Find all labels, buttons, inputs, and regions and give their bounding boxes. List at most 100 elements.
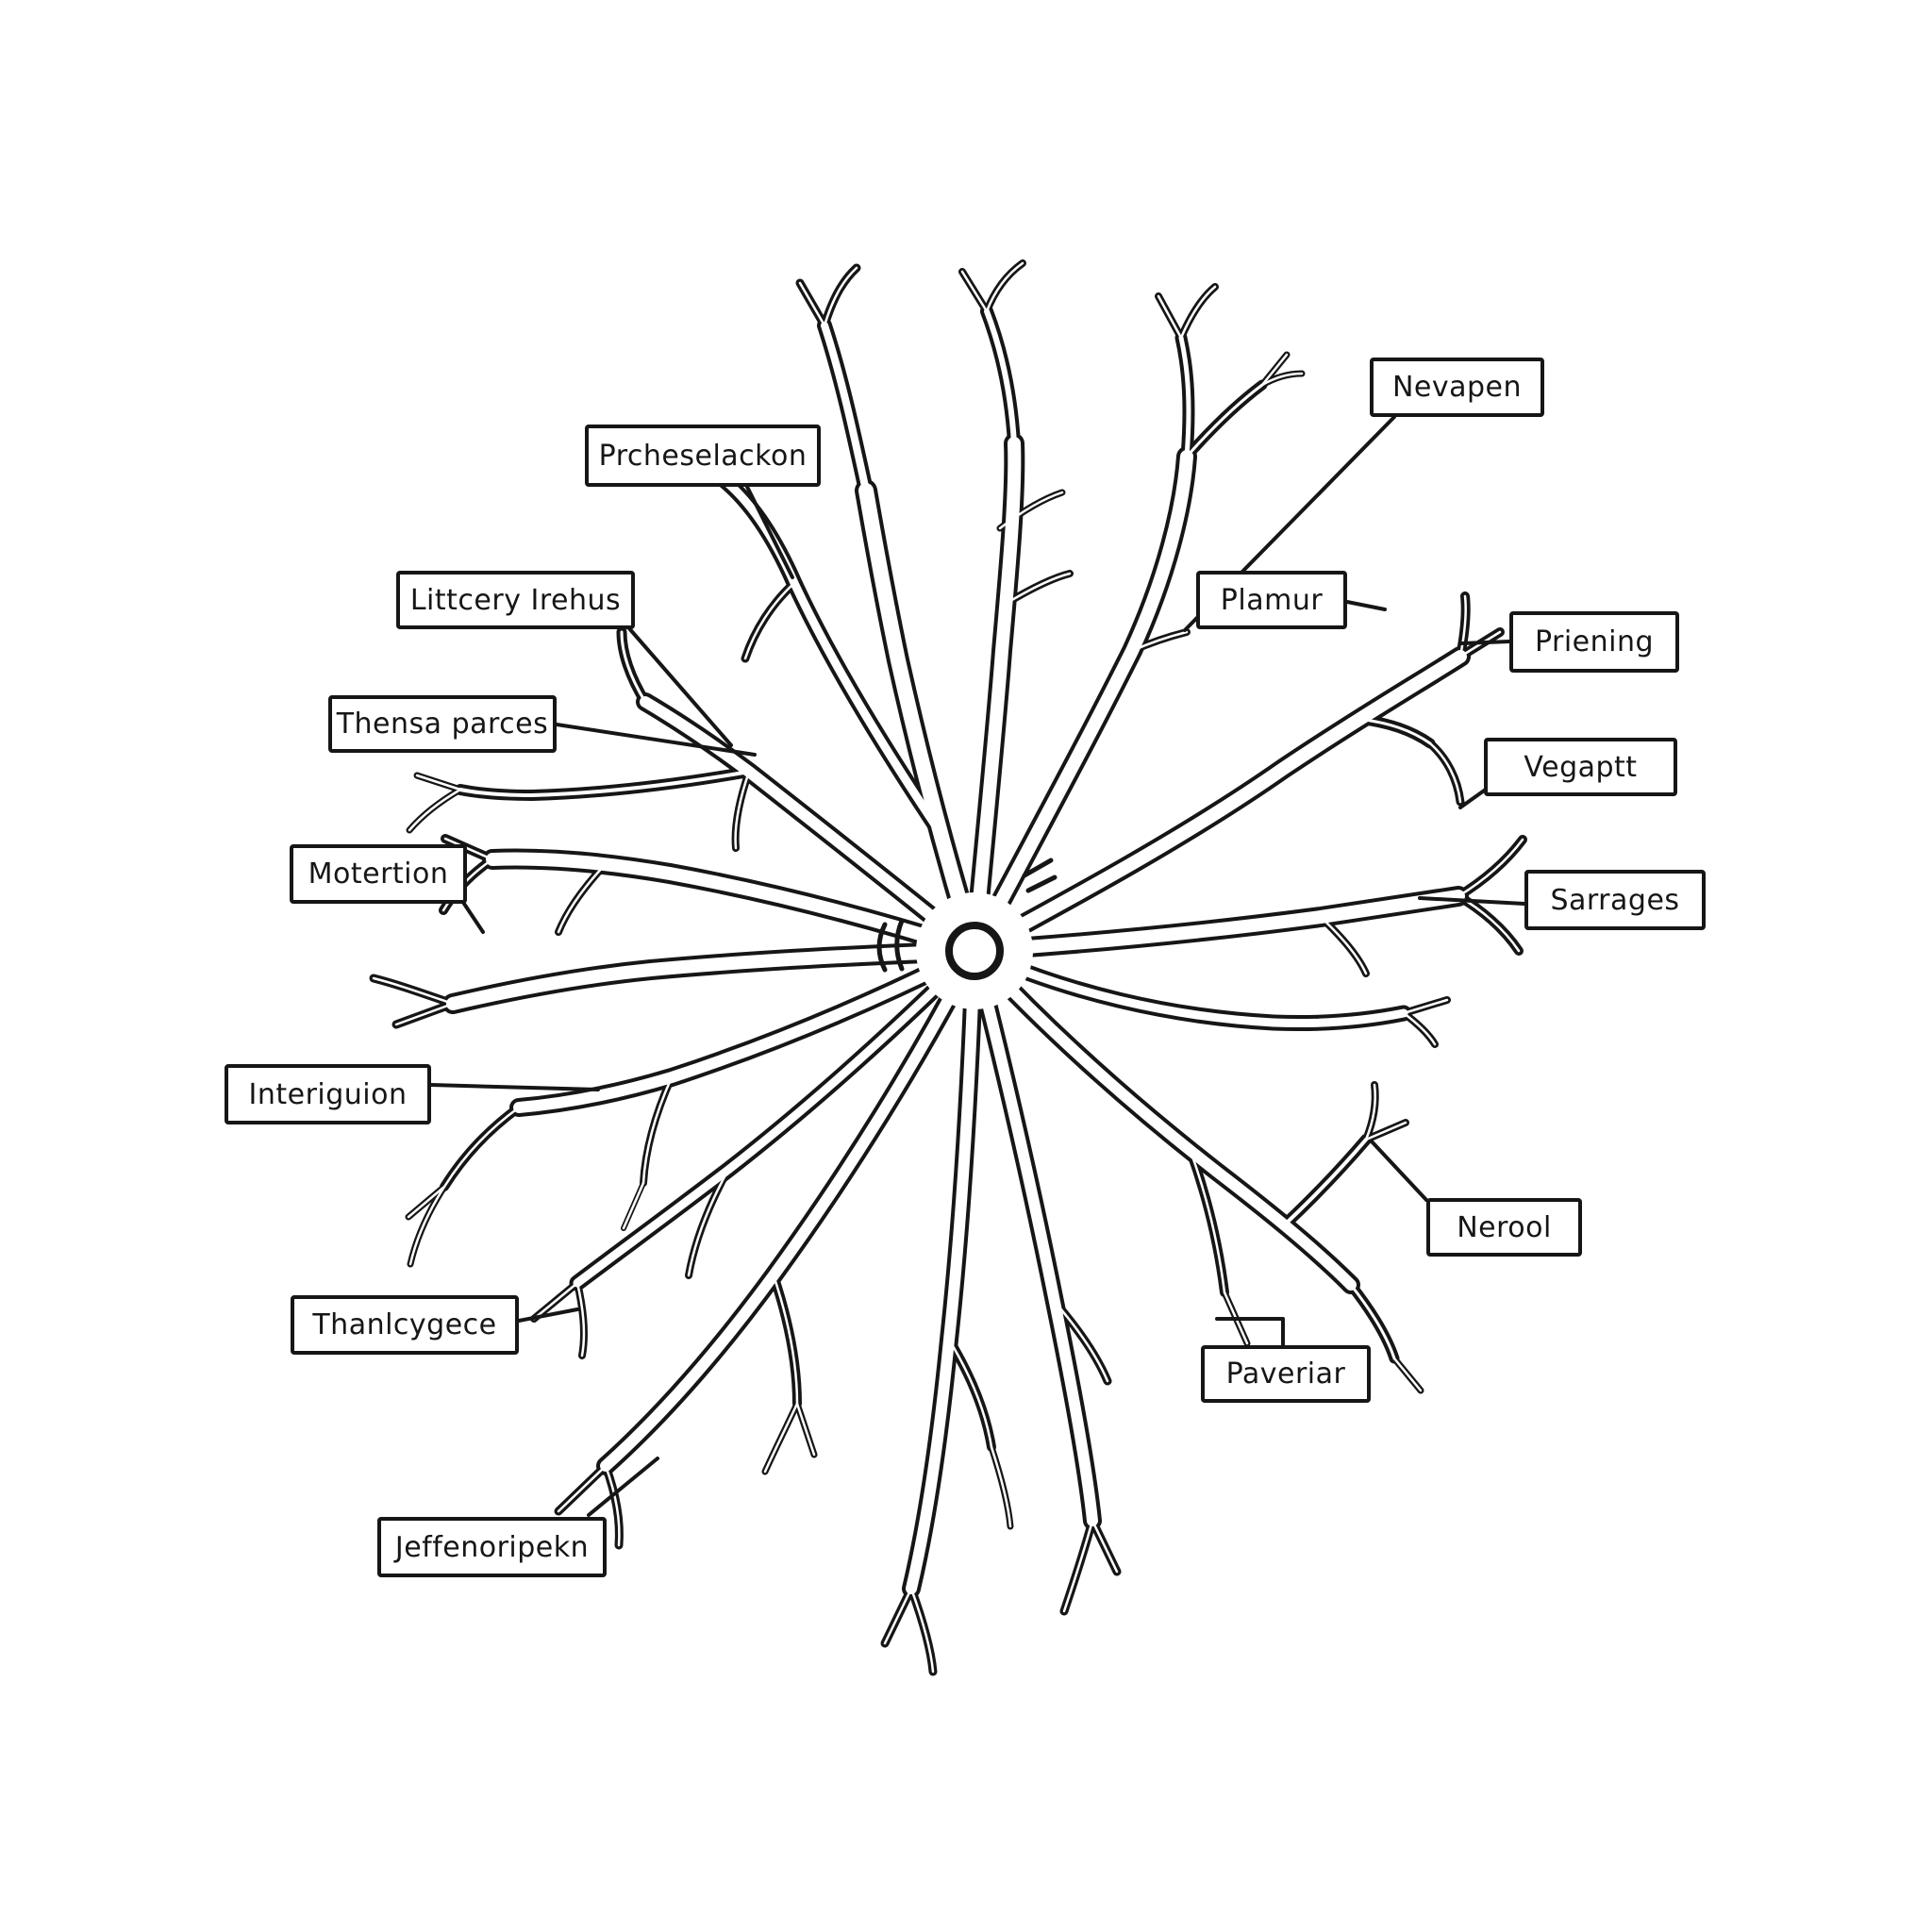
branch-segment (1353, 713, 1436, 749)
branch-segment (1392, 1357, 1423, 1392)
branch-segment (394, 1002, 455, 1026)
branch-segment (486, 852, 981, 958)
branch-segment (1062, 1519, 1094, 1613)
leader-prcheselackon (745, 485, 794, 579)
leader-jeffenoripekn (587, 1457, 659, 1517)
leader-thanlcygece (517, 1307, 579, 1323)
branch-segment (716, 473, 943, 835)
branch-segment (944, 1335, 996, 1452)
branch-segment (1283, 1138, 1368, 1226)
branch-segment (990, 1445, 1012, 1528)
branch-segment (442, 1106, 521, 1189)
branch-segment (969, 945, 1357, 1291)
label-jeffenoripekn: Jeffenoripekn (377, 1517, 607, 1577)
branch-segment (440, 1103, 524, 1191)
branch-segment (1004, 572, 1072, 606)
label-nerool: Nerool (1426, 1198, 1582, 1257)
label-littcery-irehus: Littcery Irehus (396, 571, 635, 629)
branch-segment (1178, 335, 1191, 459)
leader-priening (1460, 640, 1511, 645)
leader-plamur (1345, 600, 1387, 611)
branch-segment (734, 770, 751, 850)
branch-segment (1185, 383, 1264, 458)
branch-segment (1425, 739, 1465, 807)
branch-segment (1402, 1011, 1437, 1046)
label-prcheselackon: Prcheselackon (585, 425, 821, 487)
branch-segment (821, 322, 870, 494)
branch-segment (415, 774, 462, 791)
branch-segment (998, 491, 1064, 530)
label-priening: Priening (1509, 611, 1679, 673)
leader-motertion (460, 899, 485, 934)
branch-segment (458, 770, 751, 797)
branch-segment (443, 837, 494, 861)
dendrite-branches-inner (372, 261, 1524, 1674)
branch-segment (968, 450, 1193, 958)
branch-segment (687, 1168, 730, 1277)
branch-segment (408, 1185, 446, 1266)
branch-segment (557, 864, 606, 934)
branch-segment (909, 1587, 935, 1674)
label-vegaptt: Vegaptt (1484, 738, 1677, 796)
branch-segment (513, 945, 980, 1113)
branch-segment (372, 976, 455, 1006)
branch-segment (741, 578, 799, 663)
branch-segment (769, 1271, 802, 1408)
leader-thensa-parces (555, 723, 757, 757)
branch-segment (985, 261, 1024, 313)
branch-segment (969, 945, 1098, 1526)
branch-segment (406, 786, 464, 834)
branch-segment (1177, 283, 1219, 341)
leader-interiguion (429, 1083, 600, 1091)
branch-segment (622, 1181, 645, 1230)
branch-segment (1189, 1149, 1226, 1294)
branch-segment (1157, 294, 1183, 340)
label-sarrages: Sarrages (1524, 870, 1706, 930)
branch-segment (968, 650, 1467, 958)
hatch-tick (876, 922, 888, 973)
branch-segment (408, 788, 462, 832)
label-thanlcygece: Thanlcygece (291, 1295, 519, 1355)
leader-littcery-irehus (626, 625, 733, 747)
hatch-tick (1022, 858, 1054, 878)
label-plamur: Plamur (1196, 571, 1347, 629)
hatch-tick (894, 918, 905, 972)
branch-segment (641, 1075, 674, 1185)
leader-nerool (1370, 1140, 1428, 1202)
branch-segment (763, 1402, 799, 1474)
branch-segment (1364, 1083, 1376, 1141)
leader-paveriar (1215, 1317, 1285, 1347)
branch-segment (604, 1464, 621, 1547)
branch-segment (1364, 1121, 1407, 1141)
branch-segment (1260, 372, 1304, 387)
label-thensa-parces: Thensa parces (328, 695, 557, 753)
label-interiguion: Interiguion (225, 1064, 431, 1124)
branch-segment (1454, 835, 1527, 901)
branch-segment (620, 630, 647, 704)
branch-segment (960, 270, 989, 313)
branch-segment (573, 946, 979, 1288)
branch-segment (743, 581, 796, 660)
branch-segment (1349, 1283, 1396, 1360)
branch-segment (858, 483, 982, 958)
branch-segment (947, 1338, 993, 1449)
branch-segment (820, 263, 861, 330)
diagram-overlays (429, 415, 1526, 1517)
branch-segment (1260, 353, 1289, 387)
branch-segment (983, 259, 1026, 315)
label-nevapen: Nevapen (1370, 358, 1544, 417)
branch-segment (1317, 913, 1370, 977)
branch-segment (968, 437, 1022, 958)
branch-segment (883, 1587, 913, 1645)
branch-segment (906, 945, 980, 1594)
branch-segment (1357, 717, 1432, 745)
hatch-tick (1025, 874, 1058, 893)
branch-segment (1457, 838, 1524, 898)
branch-segment (1053, 1300, 1109, 1383)
branch-segment (1091, 1519, 1119, 1574)
branch-segment (1458, 594, 1468, 658)
leader-sarrages (1418, 896, 1526, 906)
branch-segment (772, 1274, 799, 1406)
